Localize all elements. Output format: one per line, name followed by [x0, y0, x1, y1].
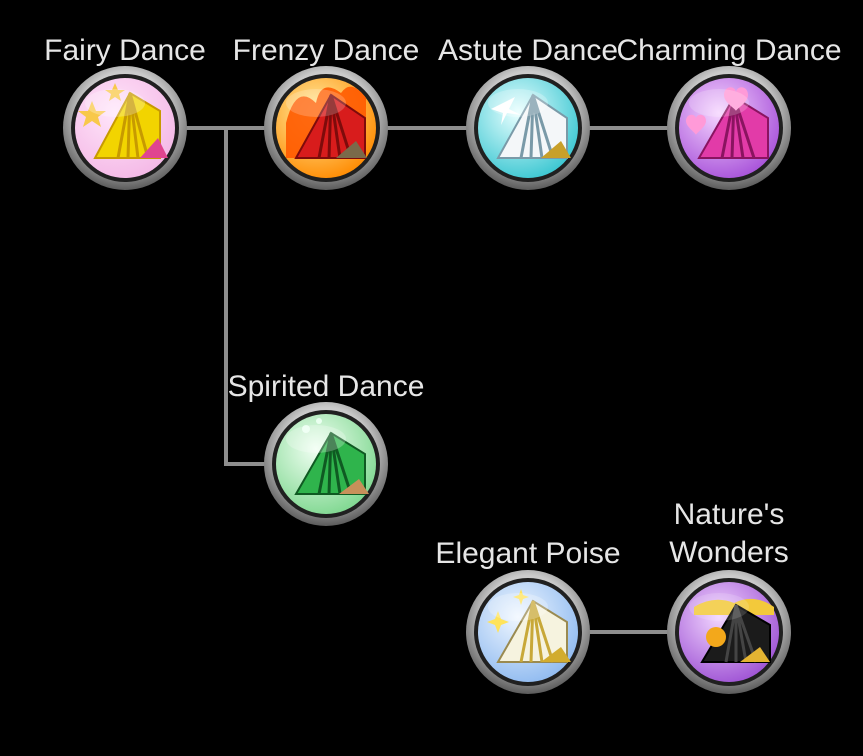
- fairy-dance-label: Fairy Dance: [44, 34, 206, 67]
- astute-dance-label: Astute Dance: [437, 34, 619, 67]
- charming-dance-label: Charming Dance: [616, 34, 842, 67]
- node-charming-dance[interactable]: [664, 63, 794, 193]
- node-astute-dance[interactable]: [463, 63, 593, 193]
- spirited-dance-label: Spirited Dance: [227, 370, 425, 403]
- natures-wonders-label: Nature's Wonders: [669, 498, 789, 569]
- fairy-fan-icon: [63, 66, 187, 190]
- nature-fan-icon: [667, 570, 791, 694]
- node-frenzy-dance[interactable]: [261, 63, 391, 193]
- connector-fairy-spirited: [224, 128, 270, 466]
- charming-fan-icon: [667, 66, 791, 190]
- node-fairy-dance[interactable]: [60, 63, 190, 193]
- node-natures-wonders[interactable]: [664, 567, 794, 697]
- frenzy-dance-label: Frenzy Dance: [232, 34, 420, 67]
- elegant-poise-label: Elegant Poise: [435, 537, 621, 570]
- node-elegant-poise[interactable]: [463, 567, 593, 697]
- frenzy-fan-icon: [264, 66, 388, 190]
- astute-fan-icon: [466, 66, 590, 190]
- spirited-fan-icon: [264, 402, 388, 526]
- elegant-fan-icon: [466, 570, 590, 694]
- node-spirited-dance[interactable]: [261, 399, 391, 529]
